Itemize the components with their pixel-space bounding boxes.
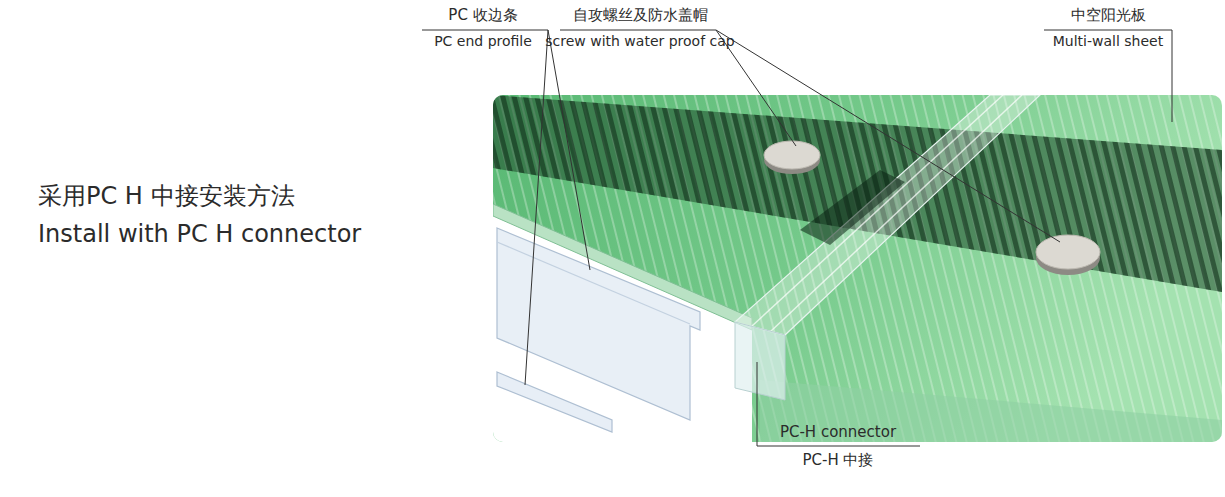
part-label: screw with water proof cap bbox=[545, 33, 734, 50]
screw-cap bbox=[764, 141, 820, 169]
part-label: PC 收边条 bbox=[448, 6, 517, 24]
label-rule bbox=[1044, 30, 1172, 31]
end-profile-edge bbox=[497, 242, 690, 324]
end-profile bbox=[497, 372, 612, 432]
leader-lines bbox=[422, 30, 1172, 446]
leader-line bbox=[1172, 30, 1173, 122]
h-connector-end bbox=[735, 322, 785, 400]
part-label: Multi-wall sheet bbox=[1053, 33, 1163, 50]
label-rule bbox=[422, 30, 548, 31]
leader-line bbox=[757, 362, 758, 446]
part-label: PC-H 中接 bbox=[803, 451, 874, 469]
sheet-front bbox=[760, 380, 1222, 442]
sheet-ribs bbox=[493, 95, 1222, 442]
part-label: 自攻螺丝及防水盖帽 bbox=[573, 6, 708, 24]
part-label: 中空阳光板 bbox=[1071, 6, 1146, 24]
leader-line bbox=[525, 30, 548, 385]
leader-line bbox=[548, 30, 590, 270]
multi-wall-sheet bbox=[493, 95, 1222, 442]
part-label: PC-H connector bbox=[780, 423, 896, 441]
screw-cap bbox=[1036, 235, 1100, 269]
connector-shadow bbox=[800, 170, 905, 245]
label-rule bbox=[560, 30, 716, 31]
label-rule bbox=[757, 446, 920, 447]
part-label: PC end profile bbox=[434, 33, 532, 50]
h-connector bbox=[735, 95, 1040, 335]
method-title: 采用PC H 中接安装方法 bbox=[38, 182, 295, 211]
h-connector-edge bbox=[770, 95, 1022, 332]
leader-line bbox=[716, 30, 1060, 242]
method-title: Install with PC H connector bbox=[38, 220, 361, 249]
cutaway bbox=[493, 212, 752, 442]
sheet-surface bbox=[493, 95, 1222, 442]
